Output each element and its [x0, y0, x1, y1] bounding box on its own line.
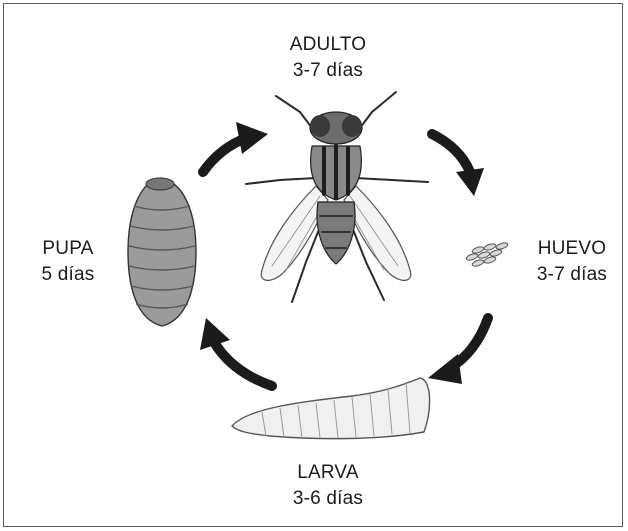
- fly-adult-illustration: [246, 92, 428, 302]
- stage-label-larva: LARVA 3-6 días: [258, 460, 398, 512]
- stage-duration-adult: 3-7 días: [258, 58, 398, 84]
- stage-duration-pupa: 5 días: [18, 262, 118, 288]
- stage-name-larva: LARVA: [258, 460, 398, 486]
- stage-name-adult: ADULTO: [258, 32, 398, 58]
- arrow-adult-to-egg-icon: [432, 134, 484, 196]
- arrow-larva-to-pupa-icon: [200, 318, 272, 386]
- eggs-illustration: [465, 242, 508, 268]
- stage-name-egg: HUEVO: [516, 236, 628, 262]
- pupa-illustration: [128, 178, 196, 326]
- stage-label-adult: ADULTO 3-7 días: [258, 32, 398, 84]
- stage-label-egg: HUEVO 3-7 días: [516, 236, 628, 288]
- stage-duration-egg: 3-7 días: [516, 262, 628, 288]
- arrow-egg-to-larva-icon: [428, 318, 488, 384]
- stage-duration-larva: 3-6 días: [258, 486, 398, 512]
- stage-label-pupa: PUPA 5 días: [18, 236, 118, 288]
- arrow-pupa-to-adult-icon: [203, 122, 268, 172]
- stage-name-pupa: PUPA: [18, 236, 118, 262]
